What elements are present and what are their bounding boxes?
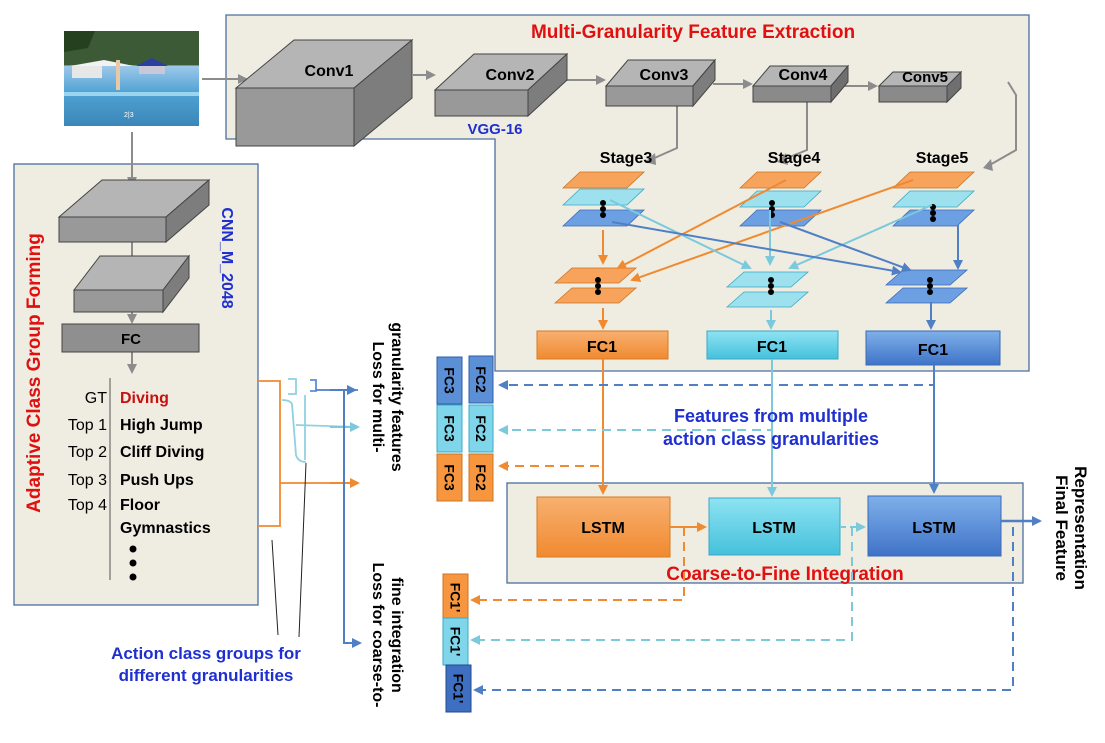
final-feature-line2: Representation xyxy=(1071,466,1090,590)
fc3-cyan-box xyxy=(436,404,463,453)
fc1p-orange-box xyxy=(442,573,469,622)
stage3-blue-plane xyxy=(561,209,646,227)
stage4-cyan-plane xyxy=(738,190,823,208)
loss-c2f-line2: fine integration xyxy=(388,577,405,693)
conv5-label: Conv5 xyxy=(902,69,948,86)
rank-class-name: Floor xyxy=(120,497,160,514)
conv3-label: Conv3 xyxy=(640,67,689,84)
rank-label: Top 2 xyxy=(68,444,107,461)
stage3-orange-plane xyxy=(561,171,646,189)
conv4-label: Conv4 xyxy=(779,67,828,84)
rank-ellipsis xyxy=(129,545,137,581)
fc1-cyan-block xyxy=(706,330,839,360)
final-feature-line1: Final Feature xyxy=(1052,475,1071,581)
fused-blue-dots xyxy=(927,283,933,289)
svg-text:2|3: 2|3 xyxy=(124,112,134,119)
features-caption-line2: action class granularities xyxy=(663,429,879,449)
fc3-blue-box xyxy=(436,356,463,405)
rank-label: Top 1 xyxy=(68,417,107,434)
stage3-label: Stage3 xyxy=(600,150,653,167)
lstm-cyan-label: LSTM xyxy=(752,520,796,537)
stage3-dots xyxy=(600,200,606,206)
fc3-cyan-label: FC3 xyxy=(442,415,458,442)
fc2-cyan-box xyxy=(468,404,494,453)
fc2-cyan-label: FC2 xyxy=(473,415,489,442)
fc1-blue-label: FC1 xyxy=(918,342,948,359)
loss-multi-line2: granularity features xyxy=(388,322,405,471)
fused-cyan-dots xyxy=(768,289,774,295)
fc1p-blue-box xyxy=(445,664,472,713)
stage3-dots xyxy=(600,206,606,212)
fused-blue-plane-bottom xyxy=(884,287,969,304)
loss-multi-line1: Loss for multi- xyxy=(369,341,386,452)
fc1-orange-block xyxy=(536,330,669,360)
fused-cyan-plane-bottom xyxy=(725,291,810,308)
stage-planes xyxy=(553,171,976,308)
vgg-label: VGG-16 xyxy=(467,121,522,138)
rank-label: Top 3 xyxy=(68,472,107,489)
fused-cyan-dots xyxy=(768,283,774,289)
fc1-orange-label: FC1 xyxy=(587,339,617,356)
lstm-blue-block xyxy=(867,495,1002,557)
fc1p-cyan-label: FC1' xyxy=(448,627,464,657)
extraction-title: Multi-Granularity Feature Extraction xyxy=(531,22,855,43)
rank-class-name: High Jump xyxy=(120,417,203,434)
fused-blue-dots xyxy=(927,277,933,283)
fc2-blue-box xyxy=(468,355,494,404)
fc3-blue-label: FC3 xyxy=(442,367,458,394)
fc-layer xyxy=(61,323,200,353)
rank-class-name: Push Ups xyxy=(120,472,194,489)
fused-orange-plane-top xyxy=(553,267,638,284)
lstm-orange-block xyxy=(536,496,671,558)
fused-orange-dots xyxy=(595,289,601,295)
groups-caption-line1: Action class groups for xyxy=(111,644,301,663)
fc3-orange-box xyxy=(436,453,463,502)
stage4-orange-plane xyxy=(738,171,823,189)
conv2-label: Conv2 xyxy=(486,67,535,84)
fc-label: FC xyxy=(121,331,141,348)
rank-class-name: Cliff Diving xyxy=(120,444,204,461)
fused-orange-dots xyxy=(595,277,601,283)
fc2-blue-label: FC2 xyxy=(473,366,489,393)
stage4-dots xyxy=(769,200,775,206)
stage5-dots xyxy=(930,210,936,216)
groups-caption-line2: different granularities xyxy=(119,666,294,685)
rank-class-name: Diving xyxy=(120,390,169,407)
lstm-blue-label: LSTM xyxy=(912,520,956,537)
fused-cyan-dots xyxy=(768,277,774,283)
conv1-label: Conv1 xyxy=(305,63,354,80)
fc2-orange-label: FC2 xyxy=(473,464,489,491)
features-caption-line1: Features from multiple xyxy=(674,406,868,426)
integration-title: Coarse-to-Fine Integration xyxy=(666,564,904,585)
stage3-cyan-plane xyxy=(561,188,646,206)
stage5-orange-plane xyxy=(891,171,976,189)
lstm-orange-label: LSTM xyxy=(581,520,625,537)
rank-label: Top 4 xyxy=(68,497,107,514)
fused-orange-plane-bottom xyxy=(553,287,638,304)
lstm-cyan-block xyxy=(708,497,841,556)
loss-c2f-line1: Loss for coarse-to- xyxy=(369,563,386,708)
rank-class-name: Gymnastics xyxy=(120,520,211,537)
fused-blue-dots xyxy=(927,289,933,295)
stage4-label: Stage4 xyxy=(768,150,821,167)
fc3-orange-label: FC3 xyxy=(442,464,458,491)
fc1p-orange-label: FC1' xyxy=(448,583,464,613)
cnn-m-label: CNN_M_2048 xyxy=(218,207,235,308)
rank-label: GT xyxy=(85,390,107,407)
fused-orange-dots xyxy=(595,283,601,289)
stage5-label: Stage5 xyxy=(916,150,969,167)
input-video-frame: 2|3 xyxy=(64,31,199,126)
acgf-title: Adaptive Class Group Forming xyxy=(24,233,45,513)
fc1p-blue-label: FC1' xyxy=(451,674,467,704)
stage5-dots xyxy=(930,216,936,222)
fc1-cyan-label: FC1 xyxy=(757,339,787,356)
fc2-orange-box xyxy=(468,453,494,502)
stage3-dots xyxy=(600,212,606,218)
